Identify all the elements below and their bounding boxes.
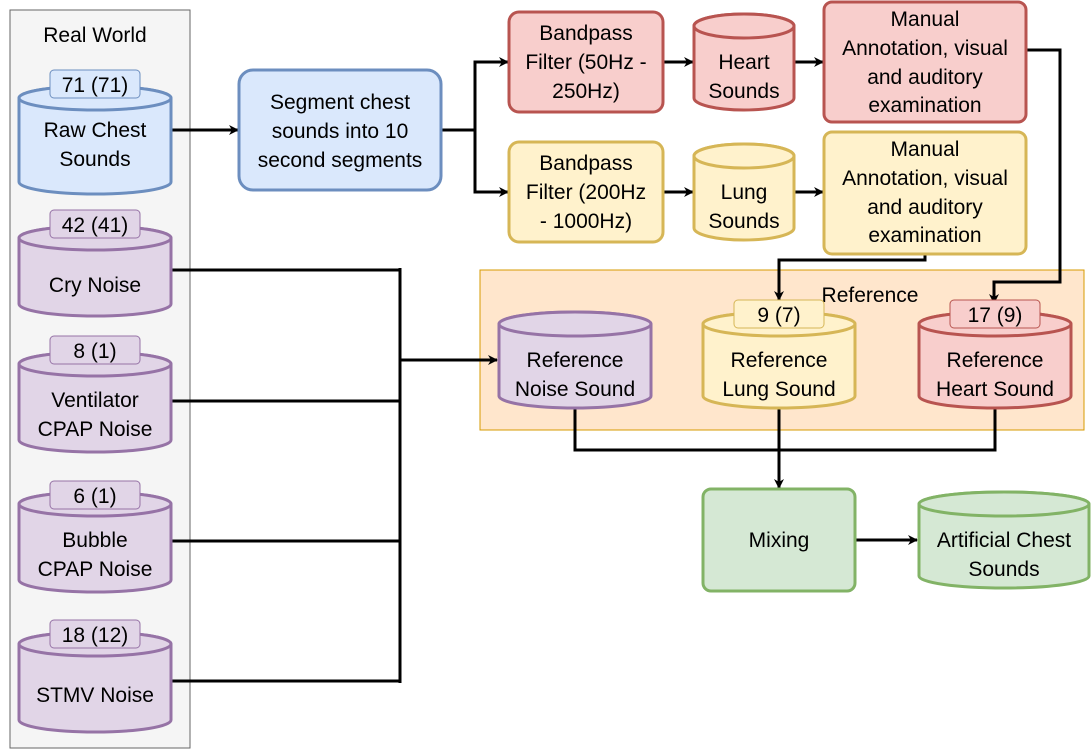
lung-bandpass-filter-box	[507, 140, 665, 244]
segment-label-1: Segment chest	[270, 91, 410, 114]
heart-filter-label-2: Filter (50Hz -	[525, 51, 646, 74]
svg-text:18 (12): 18 (12)	[62, 624, 129, 647]
lung-sounds-label-1: Lung	[721, 181, 768, 204]
bubble-noise-label-2: CPAP Noise	[38, 558, 153, 581]
reference-lung-label-2: Lung Sound	[722, 378, 835, 401]
edge-segment-to-heart-filter	[441, 57, 509, 132]
cry-noise-label: Cry Noise	[49, 274, 141, 297]
reference-noise-label-2: Noise Sound	[515, 378, 635, 401]
cry-noise-count-badge: 42 (41)	[49, 209, 141, 239]
edge-heart-annotation-to-reference-heart	[989, 48, 1062, 304]
heart-sounds-label-2: Sounds	[708, 80, 779, 103]
segment-box	[237, 68, 443, 192]
heart-filter-label-1: Bandpass	[539, 22, 632, 45]
edges	[171, 48, 1062, 683]
lung-sounds-cylinder	[692, 142, 796, 242]
stmv-noise-count-badge: 18 (12)	[49, 619, 141, 649]
edge-lung-annotation-to-reference-lung	[774, 254, 927, 301]
svg-text:8 (1): 8 (1)	[73, 340, 116, 363]
svg-text:17 (9): 17 (9)	[968, 304, 1023, 327]
mixing-box	[701, 487, 857, 593]
heart-annotation-label-3: and auditory	[867, 66, 983, 89]
lung-annotation-label-3: and auditory	[867, 196, 983, 219]
segment-label-3: second segments	[258, 149, 423, 172]
heart-bandpass-filter-box	[507, 10, 665, 114]
reference-heart-label-2: Heart Sound	[936, 378, 1054, 401]
ventilator-noise-label-1: Ventilator	[51, 389, 139, 412]
raw-chest-count-badge: 71 (71)	[49, 69, 141, 99]
lung-annotation-label-4: examination	[868, 224, 981, 247]
ventilator-noise-label-2: CPAP Noise	[38, 418, 153, 441]
lung-filter-label-1: Bandpass	[539, 152, 632, 175]
heart-annotation-label-2: Annotation, visual	[842, 37, 1008, 60]
edge-segment-to-lung-filter	[473, 130, 509, 197]
real-world-title: Real World	[43, 24, 146, 47]
reference-heart-label-1: Reference	[947, 349, 1044, 372]
svg-text:6 (1): 6 (1)	[73, 485, 116, 508]
lung-annotation-label-1: Manual	[891, 138, 960, 161]
svg-text:9 (7): 9 (7)	[757, 304, 800, 327]
ventilator-noise-count-badge: 8 (1)	[49, 335, 141, 365]
reference-lung-count-badge: 9 (7)	[733, 299, 825, 329]
heart-sounds-cylinder	[692, 12, 796, 112]
cry-noise-cylinder	[17, 224, 173, 318]
svg-text:71 (71): 71 (71)	[62, 74, 129, 97]
reference-lung-label-1: Reference	[731, 349, 828, 372]
raw-chest-sounds-label-2: Sounds	[59, 148, 130, 171]
heart-annotation-label-4: examination	[868, 94, 981, 117]
stmv-noise-label: STMV Noise	[36, 684, 154, 707]
reference-noise-sound-cylinder	[497, 310, 653, 410]
lung-sounds-label-2: Sounds	[708, 210, 779, 233]
bubble-noise-label-1: Bubble	[62, 529, 127, 552]
heart-filter-label-3: 250Hz)	[552, 80, 620, 103]
svg-text:42 (41): 42 (41)	[62, 214, 129, 237]
lung-filter-label-2: Filter (200Hz	[526, 181, 646, 204]
reference-noise-label-1: Reference	[527, 349, 624, 372]
lung-filter-label-3: - 1000Hz)	[540, 210, 632, 233]
reference-heart-count-badge: 17 (9)	[949, 299, 1041, 329]
reference-title: Reference	[822, 284, 919, 307]
heart-annotation-label-1: Manual	[891, 8, 960, 31]
lung-annotation-label-2: Annotation, visual	[842, 167, 1008, 190]
bubble-noise-count-badge: 6 (1)	[49, 480, 141, 510]
raw-chest-sounds-label-1: Raw Chest	[44, 119, 147, 142]
segment-label-2: sounds into 10	[272, 120, 409, 143]
heart-annotation-box	[822, 0, 1028, 124]
artificial-label-2: Sounds	[968, 558, 1039, 581]
lung-annotation-box	[822, 130, 1028, 256]
heart-sounds-label-1: Heart	[718, 51, 770, 74]
edge-reference-noise-to-merge	[573, 404, 997, 452]
artificial-chest-sounds-cylinder	[917, 490, 1091, 590]
artificial-label-1: Artificial Chest	[937, 529, 1071, 552]
mixing-label: Mixing	[749, 529, 810, 552]
